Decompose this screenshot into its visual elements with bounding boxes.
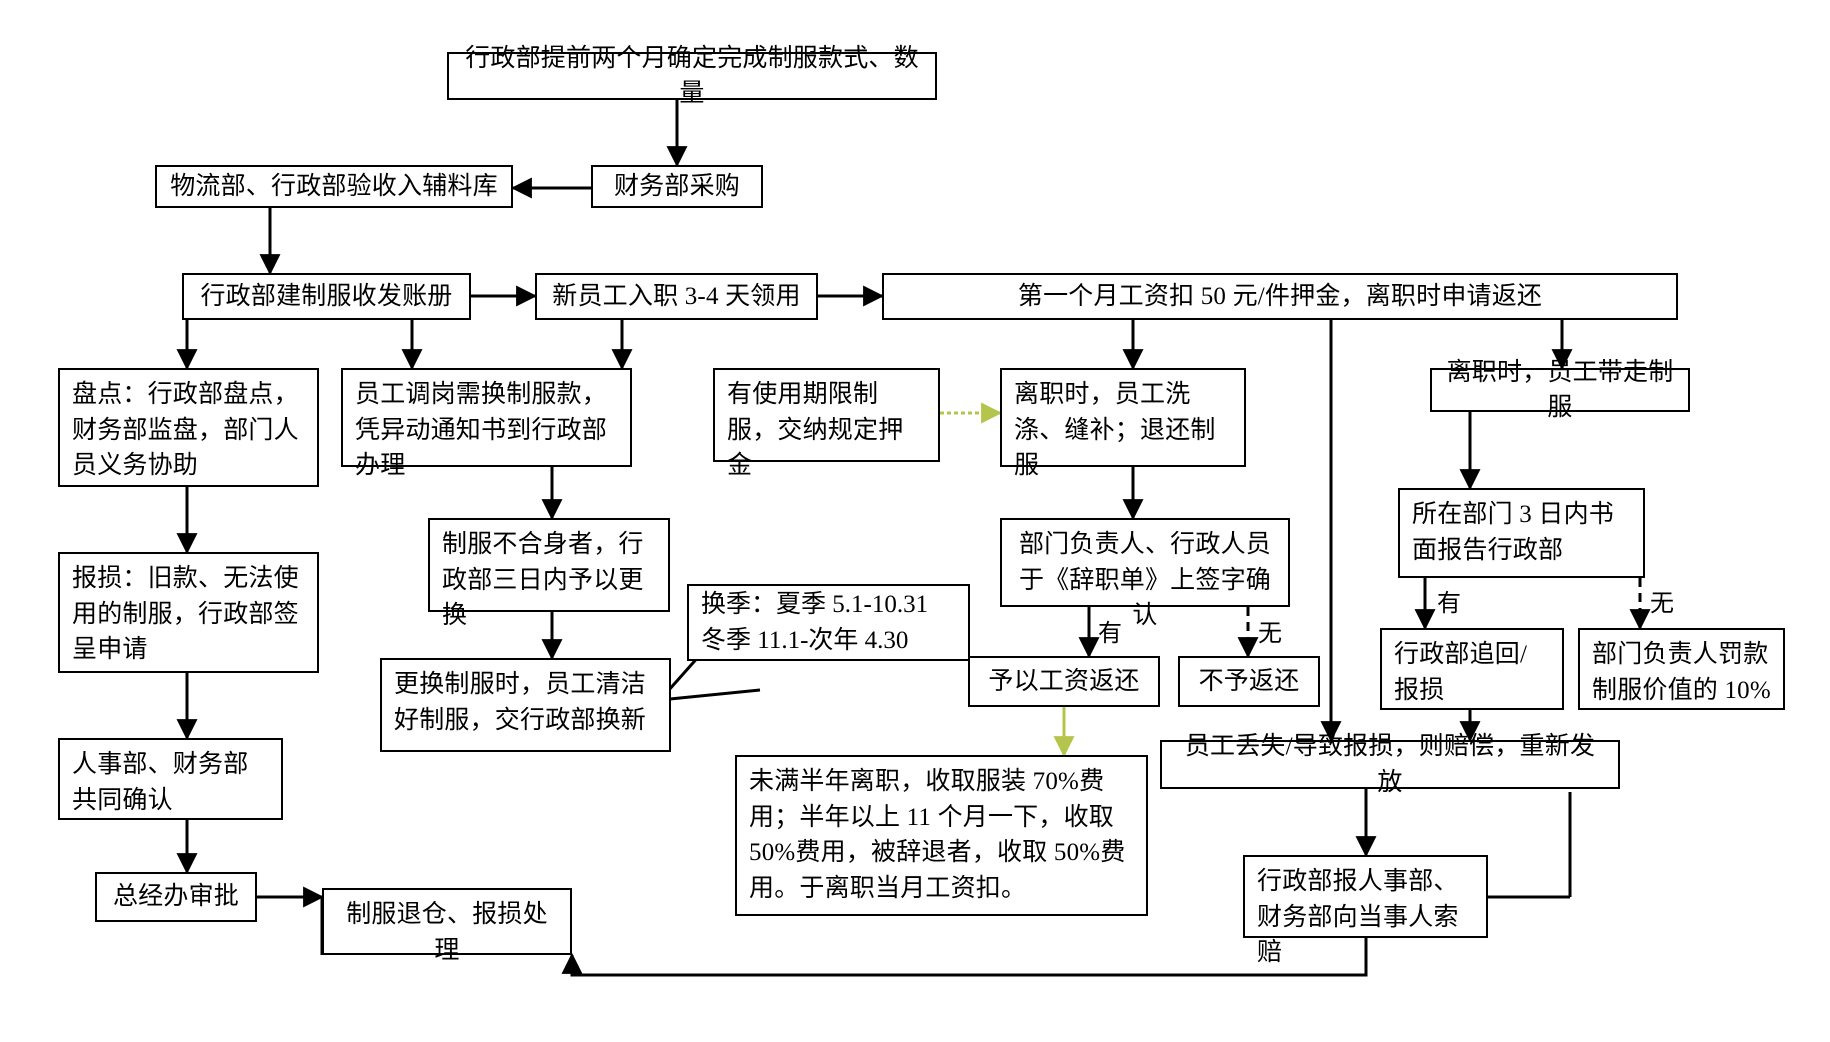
node-admin-determine-style[interactable]: 行政部提前两个月确定完成制服款式、数量 [447,45,937,107]
node-admin-ledger-label: 行政部建制服收发账册 [200,282,453,310]
callout-season-change: 换季：夏季 5.1-10.31 冬季 11.1-次年 4.30 [687,584,970,661]
node-first-month-deposit[interactable]: 第一个月工资扣 50 元/件押金，离职时申请返还 [882,273,1678,320]
node-inventory-check-label: 盘点：行政部盘点，财务部监盘，部门人员义务协助 [72,381,299,479]
edge-label-yes-dept-report: 有 [1437,583,1461,618]
node-report-loss-apply-label: 报损：旧款、无法使用的制服，行政部签呈申请 [72,565,299,663]
callout-season-change-label: 换季：夏季 5.1-10.31 冬季 11.1-次年 4.30 [701,591,929,654]
node-dept-report-3days-label: 所在部门 3 日内书面报告行政部 [1412,501,1615,564]
node-resign-keep-uniform[interactable]: 离职时，员工带走制服 [1430,359,1690,421]
edge-label-yes-resign-form-text: 有 [1098,621,1122,647]
node-transfer-change-uniform[interactable]: 员工调岗需换制服款，凭异动通知书到行政部办理 [341,368,632,479]
node-admin-recover-loss-label: 行政部追回/报损 [1394,641,1528,704]
node-uniform-return-warehouse-label: 制服退仓、报损处理 [346,901,548,964]
edge-label-no-dept-report-text: 无 [1650,591,1674,617]
node-refund-salary[interactable]: 予以工资返还 [968,656,1160,707]
node-manager-sign-resign-form-label: 部门负责人、行政人员于《辞职单》上签字确认 [1018,531,1271,629]
edge-label-no-resign-form-text: 无 [1258,621,1282,647]
node-admin-report-claim-label: 行政部报人事部、财务部向当事人索赔 [1257,868,1459,966]
node-manager-penalty-10-label: 部门负责人罚款制服价值的 10% [1592,641,1771,704]
node-inventory-check[interactable]: 盘点：行政部盘点，财务部监盘，部门人员义务协助 [58,368,319,487]
node-transfer-change-uniform-label: 员工调岗需换制服款，凭异动通知书到行政部办理 [355,381,608,479]
node-resign-keep-uniform-label: 离职时，员工带走制服 [1446,358,1674,422]
node-resign-fee-rules[interactable]: 未满半年离职，收取服装 70%费用；半年以上 11 个月一下，收取 50%费用，… [735,755,1148,916]
node-new-employee-issue[interactable]: 新员工入职 3-4 天领用 [535,273,818,320]
node-admin-determine-style-label: 行政部提前两个月确定完成制服款式、数量 [465,44,919,108]
node-manager-penalty-10[interactable]: 部门负责人罚款制服价值的 10% [1578,628,1785,710]
node-finance-purchase[interactable]: 财务部采购 [591,165,763,208]
node-gm-approval[interactable]: 总经办审批 [95,872,257,922]
node-uniform-return-warehouse[interactable]: 制服退仓、报损处理 [322,888,572,964]
node-manager-sign-resign-form[interactable]: 部门负责人、行政人员于《辞职单》上签字确认 [1000,518,1290,629]
node-limited-life-uniform[interactable]: 有使用期限制服，交纳规定押金 [713,368,940,479]
node-admin-report-claim[interactable]: 行政部报人事部、财务部向当事人索赔 [1243,855,1488,966]
edge-label-no-dept-report: 无 [1650,583,1674,618]
node-report-loss-apply[interactable]: 报损：旧款、无法使用的制服，行政部签呈申请 [58,552,319,673]
node-no-refund[interactable]: 不予返还 [1178,656,1320,707]
node-hr-finance-confirm[interactable]: 人事部、财务部共同确认 [58,738,283,820]
node-hr-finance-confirm-label: 人事部、财务部共同确认 [72,751,249,814]
node-clean-uniform-exchange-label: 更换制服时，员工清洁好制服，交行政部换新 [394,671,647,734]
node-first-month-deposit-label: 第一个月工资扣 50 元/件押金，离职时申请返还 [1017,282,1543,310]
node-employee-lost-compensate[interactable]: 员工丢失/导致报损，则赔偿，重新发放 [1160,733,1620,796]
node-admin-recover-loss[interactable]: 行政部追回/报损 [1380,628,1564,710]
node-uniform-not-fit-replace[interactable]: 制服不合身者，行政部三日内予以更换 [428,518,670,629]
node-finance-purchase-label: 财务部采购 [613,172,740,200]
node-employee-lost-compensate-label: 员工丢失/导致报损，则赔偿，重新发放 [1184,733,1596,796]
edge-label-yes-dept-report-text: 有 [1437,591,1461,617]
node-admin-ledger[interactable]: 行政部建制服收发账册 [182,273,471,320]
node-logistics-receive[interactable]: 物流部、行政部验收入辅料库 [155,165,513,208]
node-logistics-receive-label: 物流部、行政部验收入辅料库 [170,172,498,200]
node-new-employee-issue-label: 新员工入职 3-4 天领用 [552,282,801,310]
node-no-refund-label: 不予返还 [1198,667,1300,695]
edge-label-no-resign-form: 无 [1258,613,1282,648]
node-resign-fee-rules-label: 未满半年离职，收取服装 70%费用；半年以上 11 个月一下，收取 50%费用，… [749,768,1126,902]
node-clean-uniform-exchange[interactable]: 更换制服时，员工清洁好制服，交行政部换新 [380,658,671,752]
node-dept-report-3days[interactable]: 所在部门 3 日内书面报告行政部 [1398,488,1645,578]
node-limited-life-uniform-label: 有使用期限制服，交纳规定押金 [727,381,904,479]
node-uniform-not-fit-replace-label: 制服不合身者，行政部三日内予以更换 [442,531,644,629]
edge-label-yes-resign-form: 有 [1098,613,1122,648]
node-refund-salary-label: 予以工资返还 [988,667,1140,695]
node-gm-approval-label: 总经办审批 [112,883,239,911]
node-resign-wash-return-label: 离职时，员工洗涤、缝补；退还制服 [1014,381,1216,479]
node-resign-wash-return[interactable]: 离职时，员工洗涤、缝补；退还制服 [1000,368,1246,479]
